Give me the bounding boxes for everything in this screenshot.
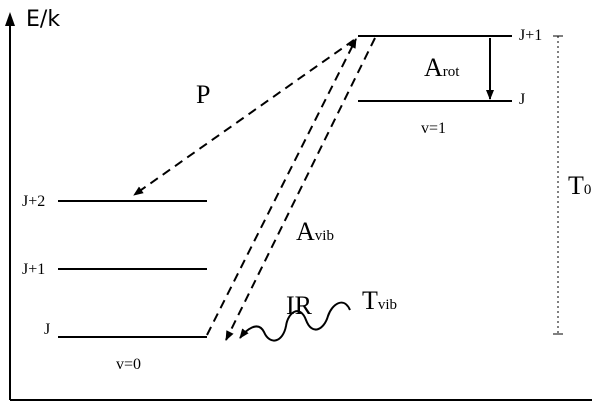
axes: [5, 12, 592, 401]
p-label: P: [196, 80, 210, 109]
t0-label: T0: [568, 171, 591, 200]
level-label-j-lower: J: [44, 321, 50, 338]
state-label-upper: v=1: [421, 120, 446, 137]
level-label-j1-upper: J+1: [519, 27, 542, 44]
y-axis-arrow-icon: [5, 12, 15, 26]
level-label-j2-lower: J+2: [22, 193, 45, 210]
level-label-j1-lower: J+1: [22, 261, 45, 278]
axis-label: E/k: [26, 7, 60, 32]
state-label-lower: v=0: [116, 356, 141, 373]
ir-wave-icon: [239, 301, 351, 342]
level-label-j-upper: J: [519, 91, 525, 108]
lower-state: J+2 J+1 J v=0: [22, 193, 207, 373]
t-vib-label: Tvib: [362, 286, 397, 315]
upper-state: J+1 J v=1: [358, 27, 542, 137]
p-arrow: [133, 39, 355, 196]
a-vib-arrow-up: [206, 38, 357, 336]
a-vib-arrow-down: [225, 37, 376, 341]
a-rot-label: Arot: [424, 53, 460, 82]
a-vib-label: Avib: [296, 217, 334, 246]
ir-label: IR: [286, 291, 313, 320]
